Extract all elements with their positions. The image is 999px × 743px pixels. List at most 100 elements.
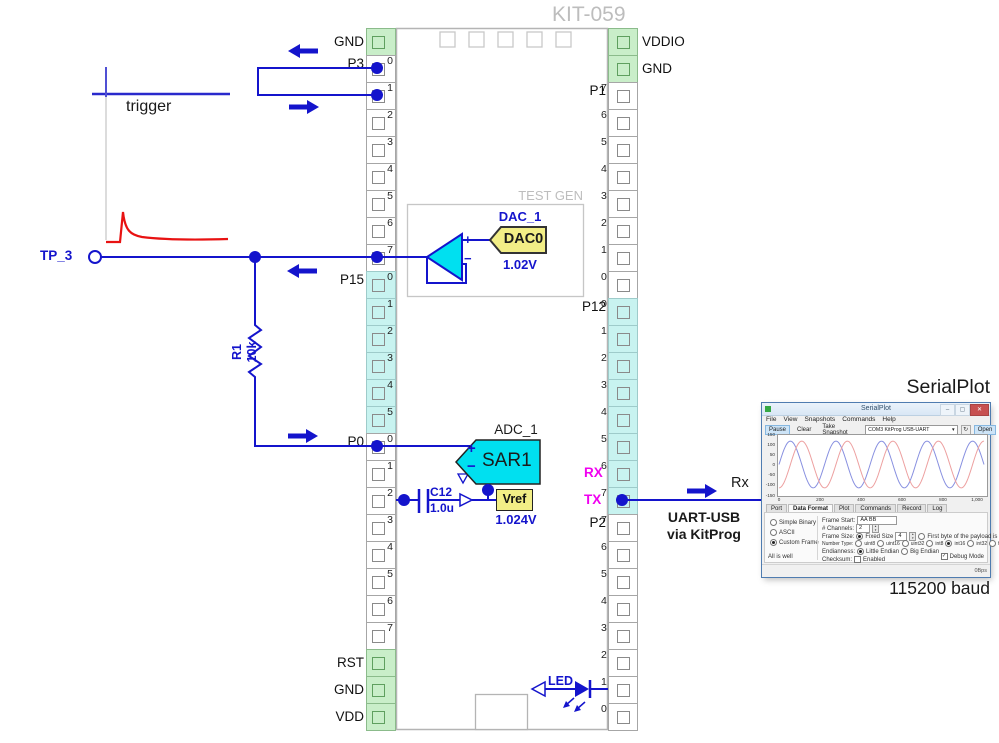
radio-icon[interactable] <box>945 540 953 547</box>
trigger-label: trigger <box>126 98 172 115</box>
pin-pad <box>617 576 630 589</box>
port-label-P1: P1 <box>589 83 606 98</box>
rail-label-VDDIO: VDDIO <box>642 34 685 49</box>
dac-tag-symbol <box>488 226 547 254</box>
checksum-label: Checksum: <box>822 556 853 563</box>
take-snapshot-button[interactable]: Take Snapshot <box>822 424 848 436</box>
frame-mode-simple-binary[interactable]: Simple Binary <box>770 519 816 526</box>
tab-port[interactable]: Port <box>766 504 788 513</box>
pin-number: 2 <box>601 352 607 364</box>
pin-pad <box>372 198 385 211</box>
radio-icon[interactable] <box>926 540 934 547</box>
menu-commands[interactable]: Commands <box>842 416 876 423</box>
rx-pin-label: RX <box>584 465 603 480</box>
app-icon <box>765 406 771 412</box>
radio-icon[interactable] <box>770 529 777 536</box>
pin-pad <box>617 333 630 346</box>
channels-input[interactable]: 2 <box>856 524 871 533</box>
radio-icon[interactable] <box>901 540 909 547</box>
clear-button[interactable]: Clear <box>797 427 812 433</box>
pin-number: 1 <box>601 676 607 688</box>
pin-number: 5 <box>601 136 607 148</box>
debug-mode-checkbox[interactable]: ✓ <box>940 553 948 560</box>
fixed-size-stepper[interactable]: ▴▾ <box>909 532 917 541</box>
port-label-P2: P2 <box>589 515 606 530</box>
pin-pad <box>372 225 385 238</box>
title-bar[interactable]: SerialPlot – ▢ ✕ <box>762 403 990 416</box>
tab-plot[interactable]: Plot <box>834 504 855 513</box>
led-diode-triangle <box>575 681 589 697</box>
menu-snapshots[interactable]: Snapshots <box>804 416 836 423</box>
debug-mode-toggle[interactable]: ✓ Debug Mode <box>940 553 984 560</box>
trigger-loopback-wire <box>257 67 377 96</box>
pin-pad <box>372 306 385 319</box>
checksum-checkbox[interactable] <box>854 556 862 563</box>
pin-number: 5 <box>601 433 607 445</box>
radio-icon[interactable] <box>918 533 926 540</box>
chevron-down-icon: ▾ <box>952 427 955 433</box>
pin-pad <box>372 36 385 49</box>
pin-P2-1: 1 <box>601 676 638 704</box>
pin-pad <box>372 684 385 697</box>
minimize-button[interactable]: – <box>940 404 955 416</box>
radio-icon[interactable] <box>856 533 864 540</box>
pin-pad <box>372 279 385 292</box>
port-label-P12: P12 <box>581 299 606 314</box>
tab-data-format[interactable]: Data Format <box>788 504 834 513</box>
signal-direction-arrows <box>287 44 717 498</box>
serialplot-heading: SerialPlot <box>906 376 990 398</box>
channels-row: # Channels: 2 ▴▾ <box>822 524 880 533</box>
frame-mode-ascii[interactable]: ASCII <box>770 529 795 536</box>
tab-log[interactable]: Log <box>927 504 948 513</box>
channels-stepper[interactable]: ▴▾ <box>872 524 880 533</box>
arrow-right-icon <box>289 100 319 114</box>
radio-icon[interactable] <box>877 540 885 547</box>
pin-GND <box>366 676 396 704</box>
channels-label: # Channels: <box>822 525 855 532</box>
radio-icon[interactable] <box>967 540 975 547</box>
menu-file[interactable]: File <box>766 416 777 423</box>
series-channel-1 <box>778 440 985 489</box>
radio-icon[interactable] <box>855 540 863 547</box>
fixed-size-input[interactable]: 4 <box>895 532 908 541</box>
opamp-minus-sign: − <box>464 251 472 266</box>
radio-icon[interactable] <box>857 548 865 555</box>
r1-value-label: 10k <box>245 341 259 363</box>
led-label: LED <box>548 674 573 688</box>
frame-mode-custom-frame[interactable]: Custom Frame <box>770 539 819 546</box>
pin-number: 2 <box>387 325 393 337</box>
rx-dest-label: Rx <box>731 475 749 491</box>
pin-number: 0 <box>387 271 393 283</box>
tab-commands[interactable]: Commands <box>855 504 897 513</box>
capacitor-c12 <box>417 489 430 513</box>
menu-help[interactable]: Help <box>882 416 896 423</box>
led-net-arrow-icon <box>530 680 546 698</box>
radio-icon[interactable] <box>901 548 909 555</box>
window-title: SerialPlot <box>861 405 891 412</box>
radio-icon[interactable] <box>770 539 777 546</box>
pin-number: 5 <box>601 568 607 580</box>
pin-number: 3 <box>601 190 607 202</box>
board-top-pads <box>439 31 572 48</box>
maximize-button[interactable]: ▢ <box>955 404 970 416</box>
menu-view[interactable]: View <box>783 416 798 423</box>
pin-pad <box>372 414 385 427</box>
tp3-label: TP_3 <box>40 248 73 263</box>
pin-pad <box>372 495 385 508</box>
radio-icon[interactable] <box>770 519 777 526</box>
close-button[interactable]: ✕ <box>970 404 989 416</box>
test-gen-label: TEST GEN <box>518 188 583 203</box>
pin-number: 7 <box>601 82 607 94</box>
radio-icon[interactable] <box>989 540 997 547</box>
menu-bar: File View Snapshots Commands Help <box>766 416 896 423</box>
pin-number: 3 <box>601 379 607 391</box>
dac-tag-label: DAC0 <box>503 231 544 247</box>
tab-record[interactable]: Record <box>897 504 927 513</box>
pin-pad <box>372 630 385 643</box>
pin-P1-4: 4 <box>601 163 638 191</box>
waveform-plot <box>777 434 988 497</box>
decay-pulse-waveform <box>106 211 229 244</box>
pin-P1-6: 6 <box>601 109 638 137</box>
